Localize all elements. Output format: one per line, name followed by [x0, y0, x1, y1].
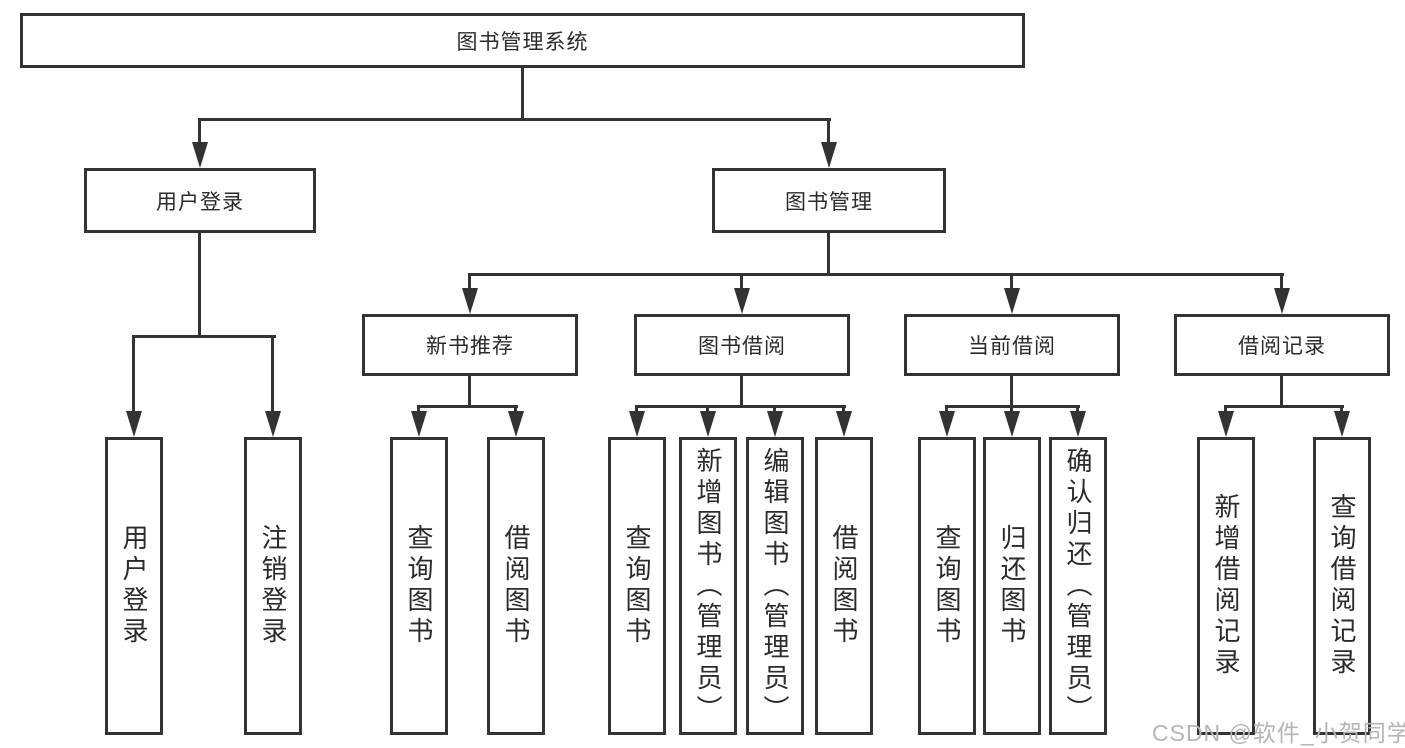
node-label: 图书管理 — [785, 190, 873, 214]
arrowhead-icon — [126, 411, 142, 437]
node-label: 新书推荐 — [426, 335, 514, 358]
node-label: 用户登录 — [156, 190, 244, 214]
leaf-borrow-books-recommendation: 借阅图书 — [487, 437, 545, 735]
node-current-borrowing: 当前借阅 — [904, 314, 1120, 376]
leaf-query-books-current: 查询图书 — [918, 437, 976, 735]
leaf-add-borrow-record: 新增借阅记录 — [1197, 437, 1255, 735]
leaf-query-borrow-record: 查询借阅记录 — [1313, 437, 1371, 735]
node-label: 用户登录 — [119, 524, 149, 648]
connector-recommendation-bar — [417, 405, 518, 408]
connector-drop-leaf — [635, 405, 638, 415]
node-label: 借阅图书 — [501, 524, 531, 648]
arrowhead-icon — [700, 411, 716, 437]
arrowhead-icon — [1274, 288, 1290, 314]
node-label: 查询借阅记录 — [1327, 493, 1357, 679]
node-book-borrowing: 图书借阅 — [634, 314, 850, 376]
node-label: 确认归还（管理员） — [1063, 446, 1093, 726]
leaf-query-books-recommendation: 查询图书 — [390, 437, 448, 735]
arrowhead-icon — [821, 142, 837, 168]
leaf-edit-book-admin: 编辑图书（管理员） — [746, 437, 804, 735]
connector-book-management-bar — [468, 273, 1284, 276]
connector-drop-leaf — [514, 405, 517, 415]
arrowhead-icon — [508, 411, 524, 437]
connector-drop-leaf — [1224, 405, 1227, 415]
node-label: 新增图书（管理员） — [693, 446, 723, 726]
connector-drop-borrowing-records — [1280, 273, 1283, 292]
arrowhead-icon — [1218, 411, 1234, 437]
node-label: 归还图书 — [997, 524, 1027, 648]
arrowhead-icon — [767, 411, 783, 437]
connector-drop-leaf — [842, 405, 845, 415]
csdn-watermark: CSDN @软件_小贺同学 — [1152, 720, 1405, 746]
node-book-management: 图书管理 — [712, 168, 946, 233]
node-new-book-recommendation: 新书推荐 — [362, 314, 578, 376]
node-label: 借阅图书 — [829, 524, 859, 648]
arrowhead-icon — [192, 142, 208, 168]
leaf-add-book-admin: 新增图书（管理员） — [679, 437, 737, 735]
arrowhead-icon — [462, 288, 478, 314]
node-label: 编辑图书（管理员） — [760, 446, 790, 726]
leaf-user-login: 用户登录 — [105, 437, 163, 735]
connector-user-login-stem — [198, 233, 201, 335]
node-label: 图书借阅 — [698, 335, 786, 358]
arrowhead-icon — [265, 411, 281, 437]
arrowhead-icon — [836, 411, 852, 437]
connector-book-borrowing-stem — [740, 376, 743, 405]
connector-drop-leaf — [945, 405, 948, 415]
connector-root-bar — [198, 118, 831, 121]
node-label: 查询图书 — [932, 524, 962, 648]
arrowhead-icon — [411, 411, 427, 437]
connector-drop-user-login — [198, 118, 201, 146]
connector-drop-leaf — [1076, 405, 1079, 415]
leaf-confirm-return-admin: 确认归还（管理员） — [1049, 437, 1107, 735]
arrowhead-icon — [1004, 288, 1020, 314]
connector-drop-new-book-recommendation — [468, 273, 471, 292]
node-label: 新增借阅记录 — [1211, 493, 1241, 679]
connector-borrowing-bar — [635, 405, 846, 408]
connector-user-login-bar — [132, 335, 276, 338]
arrowhead-icon — [1334, 411, 1350, 437]
arrowhead-icon — [1004, 411, 1020, 437]
arrowhead-icon — [629, 411, 645, 437]
node-label: 注销登录 — [258, 524, 288, 648]
leaf-borrow-books-borrowing: 借阅图书 — [815, 437, 873, 735]
connector-drop-leaf-user-login — [132, 335, 135, 415]
leaf-logout: 注销登录 — [244, 437, 302, 735]
connector-drop-book-borrowing — [740, 273, 743, 292]
leaf-query-books-borrowing: 查询图书 — [608, 437, 666, 735]
connector-drop-current-borrowing — [1010, 273, 1013, 292]
node-label: 查询图书 — [404, 524, 434, 648]
connector-root-stem — [521, 68, 524, 118]
leaf-return-books: 归还图书 — [983, 437, 1041, 735]
connector-new-book-recommendation-stem — [468, 376, 471, 405]
connector-drop-leaf — [417, 405, 420, 415]
node-borrowing-records: 借阅记录 — [1174, 314, 1390, 376]
connector-drop-leaf — [773, 405, 776, 415]
connector-drop-book-management — [827, 118, 830, 146]
connector-drop-leaf — [706, 405, 709, 415]
connector-drop-leaf-logout — [271, 335, 274, 415]
connector-current-borrowing-stem — [1010, 376, 1013, 405]
connector-book-management-stem — [827, 233, 830, 273]
node-label: 图书管理系统 — [456, 30, 589, 54]
arrowhead-icon — [734, 288, 750, 314]
node-user-login: 用户登录 — [84, 168, 316, 233]
arrowhead-icon — [939, 411, 955, 437]
connector-drop-leaf — [1340, 405, 1343, 415]
node-library-management-system: 图书管理系统 — [20, 13, 1025, 68]
arrowhead-icon — [1070, 411, 1086, 437]
connector-records-bar — [1224, 405, 1344, 408]
node-label: 借阅记录 — [1238, 335, 1326, 358]
connector-drop-leaf — [1010, 405, 1013, 415]
node-label: 查询图书 — [622, 524, 652, 648]
node-label: 当前借阅 — [968, 335, 1056, 358]
connector-borrowing-records-stem — [1280, 376, 1283, 405]
